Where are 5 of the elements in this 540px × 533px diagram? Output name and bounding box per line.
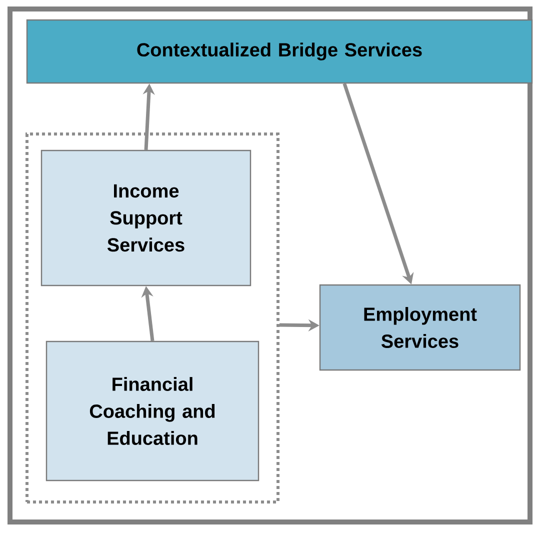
banner-box: Contextualized Bridge Services bbox=[26, 19, 533, 84]
dashed-group-box bbox=[26, 132, 280, 504]
process-box: Financial Coaching and Education bbox=[46, 340, 260, 482]
process-box: Employment Services bbox=[319, 284, 521, 371]
process-box: Income Support Services bbox=[40, 150, 252, 286]
